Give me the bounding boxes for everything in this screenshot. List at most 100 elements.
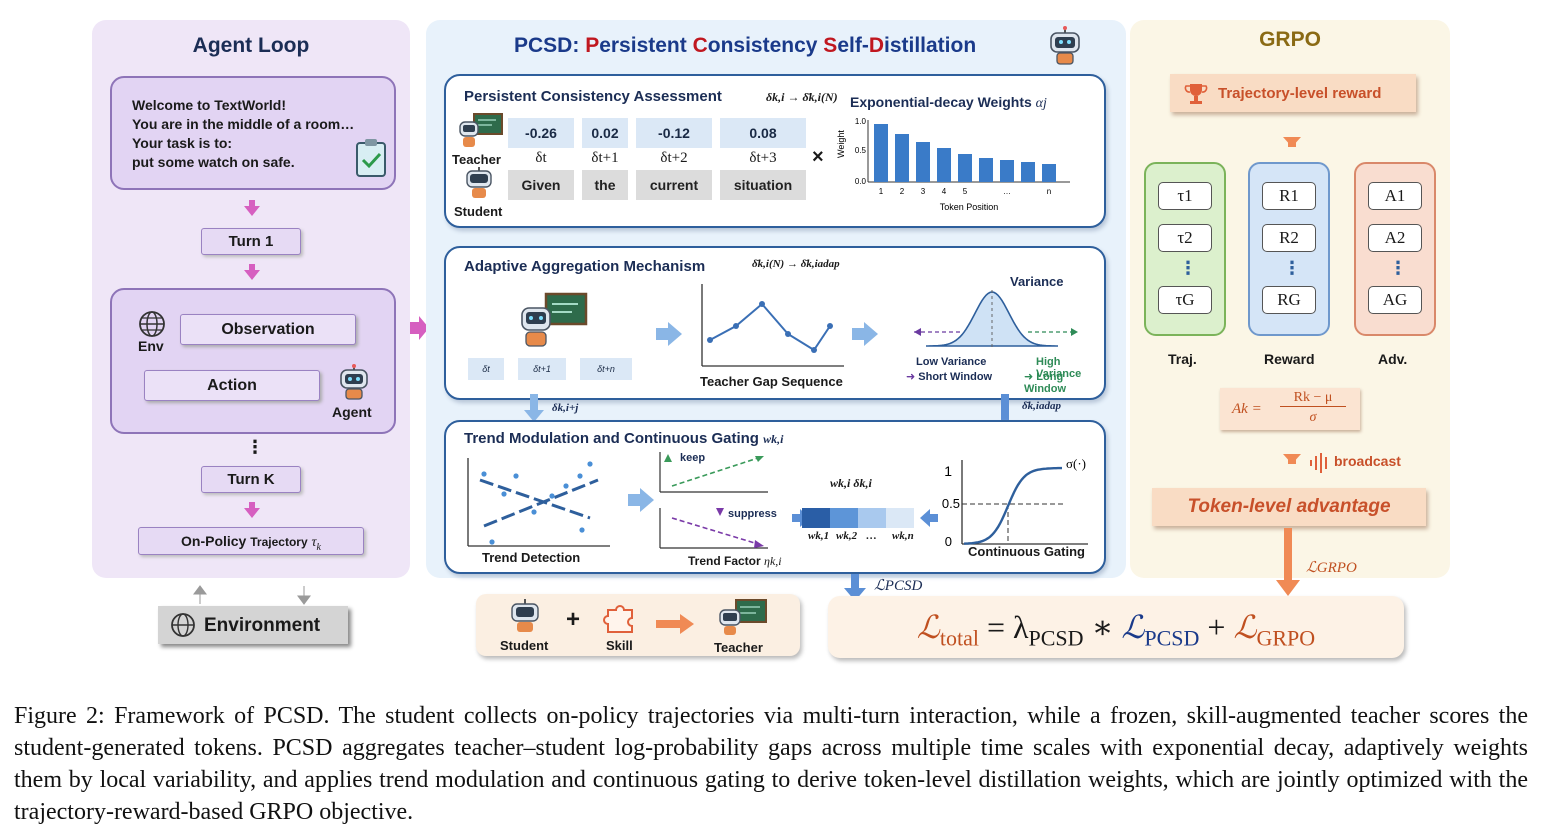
teacher-label: Teacher bbox=[452, 152, 501, 167]
down-arrow-icon bbox=[1283, 137, 1301, 147]
ellipsis: ⋮ bbox=[246, 437, 264, 457]
gap-sequence-label: Teacher Gap Sequence bbox=[700, 374, 843, 389]
down-arrow-icon bbox=[244, 264, 260, 280]
weight-cell bbox=[858, 508, 886, 528]
left-arrow-icon bbox=[920, 509, 938, 527]
aggregation-title: Adaptive Aggregation Mechanism bbox=[464, 258, 706, 275]
weight-label: wk,n bbox=[892, 530, 914, 542]
welcome-line: You are in the middle of a room… bbox=[132, 116, 355, 132]
weight-bar bbox=[916, 142, 930, 182]
delta-cell: δt+n bbox=[580, 358, 632, 380]
trajectory-cell: τG bbox=[1158, 286, 1212, 314]
vertical-ellipsis: ⋮ bbox=[1179, 258, 1197, 278]
action-box: Action bbox=[144, 370, 320, 401]
short-window-label: ➜ Short Window bbox=[906, 370, 992, 383]
weight-strip bbox=[802, 508, 914, 528]
y-tick: 0.0 bbox=[855, 177, 867, 186]
token: Given bbox=[508, 170, 574, 200]
loss-grpo-sub: GRPO bbox=[1256, 625, 1316, 651]
token-level-advantage: Token-level advantage bbox=[1152, 488, 1426, 526]
g-tick: 0 bbox=[945, 534, 952, 549]
trajectory-reward-label: Trajectory-level reward bbox=[1218, 85, 1382, 102]
environment-box: Environment bbox=[158, 606, 348, 644]
short-window-text: Short Window bbox=[918, 371, 993, 383]
reward-label: Reward bbox=[1264, 351, 1315, 367]
assessment-formula: δk,i → δ̄k,i(N) bbox=[766, 90, 838, 104]
weight-bar bbox=[1042, 164, 1056, 182]
trajectory-small: Trajectory bbox=[250, 535, 308, 549]
x-tick: n bbox=[1047, 187, 1051, 196]
down-arrow-icon bbox=[244, 200, 260, 216]
flow-arrow-icon bbox=[628, 488, 654, 512]
flow-arrow-icon bbox=[852, 322, 878, 346]
x-tick: … bbox=[1003, 187, 1011, 196]
delta-label: δt+2 bbox=[660, 150, 688, 166]
skill-label: Skill bbox=[606, 638, 633, 653]
x-tick: 1 bbox=[879, 187, 884, 196]
loss-total-symbol: ℒ bbox=[916, 609, 940, 645]
weight-cell bbox=[802, 508, 830, 528]
student-robot-icon bbox=[511, 599, 539, 632]
traj-label: Traj. bbox=[1168, 351, 1197, 367]
arrow-right-icon: ➜ bbox=[906, 371, 919, 383]
gap-value: -0.26 bbox=[508, 118, 574, 148]
trend-factor-label: Trend Factor ηk,i bbox=[688, 554, 782, 569]
weights-title: Exponential-decay Weights αj bbox=[850, 94, 1047, 112]
y-tick: 0.5 bbox=[855, 146, 867, 155]
trophy-icon bbox=[1184, 84, 1208, 104]
welcome-line: Your task is to: bbox=[132, 135, 233, 151]
weight-bar bbox=[1021, 162, 1035, 182]
skill-augmented-teacher-box: Student + Skill Teacher bbox=[476, 594, 800, 656]
env-arrows bbox=[193, 585, 311, 605]
low-variance-label: Low Variance bbox=[916, 356, 987, 368]
token: situation bbox=[720, 170, 806, 200]
teacher-icon bbox=[459, 113, 503, 147]
tau-symbol: τ bbox=[311, 535, 317, 550]
delta-label: δt bbox=[535, 150, 547, 166]
welcome-line: Welcome to TextWorld! bbox=[132, 97, 287, 113]
environment-label: Environment bbox=[204, 615, 321, 636]
equals-lambda: = λ bbox=[978, 609, 1029, 645]
turn-1: Turn 1 bbox=[201, 228, 301, 255]
robot-icon bbox=[340, 364, 368, 400]
suppress-label: suppress bbox=[728, 508, 777, 520]
title-cap: C bbox=[692, 34, 708, 57]
suppress-chart bbox=[659, 508, 768, 549]
student-label: Student bbox=[500, 638, 549, 653]
eta-symbol: ηk,i bbox=[764, 554, 782, 568]
right-arrow-icon bbox=[792, 509, 810, 527]
adv-label: Adv. bbox=[1378, 351, 1408, 367]
delta-label: δt+1 bbox=[591, 150, 619, 166]
formula-numerator: Rk − μ bbox=[1280, 390, 1346, 407]
pcsd-title: PCSD: Persistent Consistency Self-Distil… bbox=[514, 34, 976, 58]
observation-box: Observation bbox=[180, 314, 356, 345]
teacher-label: Teacher bbox=[714, 640, 763, 655]
down-arrow-icon bbox=[1283, 454, 1301, 464]
right-arrow-icon bbox=[410, 316, 429, 340]
x-tick: 4 bbox=[942, 187, 947, 196]
wd-label: wk,i δk,i bbox=[830, 476, 872, 490]
vertical-ellipsis: ⋮ bbox=[1283, 258, 1301, 278]
trend-gating-box: Trend Modulation and Continuous Gating w… bbox=[444, 420, 1106, 574]
trend-title-text: Trend Modulation and Continuous Gating bbox=[464, 430, 759, 447]
welcome-line: put some watch on safe. bbox=[132, 154, 295, 170]
advantage-cell: A1 bbox=[1368, 182, 1422, 210]
weight-bar bbox=[979, 158, 993, 182]
aggregation-formula: δ̄k,i(N) → δ̄k,iadap bbox=[752, 258, 840, 270]
advantage-formula-box: Ak = Rk − μ σ bbox=[1220, 388, 1360, 430]
trend-detection-label: Trend Detection bbox=[482, 550, 581, 565]
title-rest: ersistent bbox=[599, 34, 693, 57]
loss-pcsd-sub: PCSD bbox=[1144, 625, 1200, 651]
trend-title: Trend Modulation and Continuous Gating w… bbox=[464, 430, 783, 447]
gap-value: -0.12 bbox=[636, 118, 712, 148]
agent-label: Agent bbox=[332, 404, 372, 420]
gap-value: 0.08 bbox=[720, 118, 806, 148]
student-label: Student bbox=[454, 204, 503, 219]
x-tick: 3 bbox=[921, 187, 926, 196]
x-tick: 2 bbox=[900, 187, 905, 196]
puzzle-icon bbox=[603, 605, 633, 633]
weight-bar bbox=[1000, 160, 1014, 182]
gap-value: 0.02 bbox=[582, 118, 628, 148]
reward-cell: R2 bbox=[1262, 224, 1316, 252]
weight-cell bbox=[830, 508, 858, 528]
